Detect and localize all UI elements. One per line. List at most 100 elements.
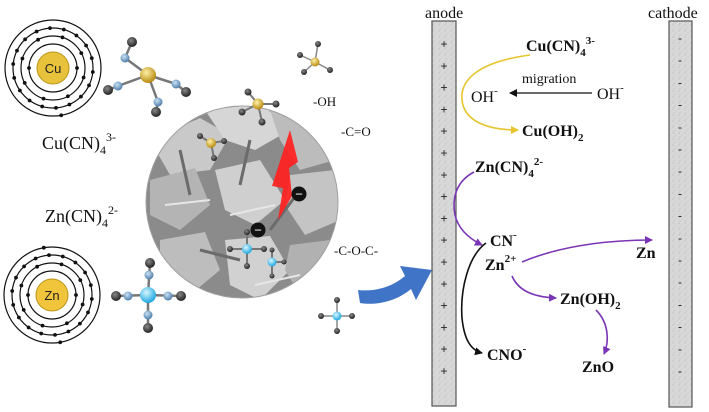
zn-reduction-path (521, 236, 653, 263)
migration-label: migration (522, 72, 576, 87)
zn-symbol: Zn (44, 288, 59, 303)
electron-dot (22, 264, 26, 269)
surface-zn-molecule-model (227, 229, 267, 269)
cyanide-oxidation-path (460, 242, 487, 356)
plus-sign: + (440, 233, 447, 247)
minus-sign: - (678, 320, 682, 334)
electron-dot (78, 278, 83, 282)
electron-dot (11, 303, 16, 307)
electron-dot (60, 254, 65, 259)
cu-complex-label: Cu(CN)43- (42, 130, 116, 157)
electron-dot (33, 256, 38, 261)
electron-dot (67, 102, 72, 107)
electron-dot (23, 37, 27, 42)
electron-badge: − (250, 222, 266, 238)
electron-dot (88, 283, 93, 287)
electron-dot (39, 331, 44, 336)
plus-sign: + (440, 342, 447, 356)
zn-atom-diagram: Zn (3, 245, 101, 345)
zinc-ion-species: Zn2+ (485, 253, 516, 274)
electron-dot (12, 76, 17, 80)
cu-symbol: Cu (45, 61, 62, 76)
electron-dot (10, 289, 15, 293)
electron-dot (84, 43, 88, 48)
electron-dot (79, 94, 83, 99)
electron-dot (81, 75, 86, 80)
small-zn-molecule-model (318, 297, 355, 334)
zn-complex-label: Zn(CN)42- (45, 203, 118, 230)
electron-dot (60, 35, 65, 40)
electron-dot (61, 27, 66, 32)
minus-sign: - (678, 253, 682, 267)
sem-micrograph (145, 105, 339, 299)
zn-complex-species: Zn(CN)42- (475, 156, 543, 180)
anode-electrode (431, 20, 457, 407)
minus-sign: - (678, 75, 682, 89)
electron-dot (20, 56, 25, 61)
electron-dot (66, 94, 70, 99)
electron-dot (40, 104, 45, 109)
plus-sign: + (440, 124, 447, 138)
cu-atom-diagram: Cu (4, 19, 102, 118)
zn-hydroxide-path (511, 275, 557, 302)
cyanate-ion-species: CNO- (487, 343, 527, 364)
electron-dot (53, 333, 57, 337)
surface-zn-molecule-model-2 (267, 247, 287, 279)
plus-sign: + (440, 146, 447, 160)
electron-dot (58, 340, 63, 345)
electron-dot (26, 325, 31, 330)
cu-complex-species: Cu(CN)43- (526, 35, 595, 59)
ether-group-label: -C-O-C- (334, 243, 378, 258)
cu-oxidation-path (461, 54, 531, 134)
plus-sign: + (440, 59, 447, 73)
electron-dot (40, 323, 45, 328)
electron-dot (54, 106, 58, 110)
svg-text:−: − (254, 223, 262, 238)
hydroxide-ion-left: OH- (471, 85, 498, 106)
electron-dot (75, 66, 79, 70)
electron-dot (89, 297, 94, 301)
svg-text:−: − (295, 187, 303, 202)
electron-dot (27, 66, 31, 70)
cathode-electrode (668, 20, 693, 408)
minus-sign: - (678, 297, 682, 311)
electron-dot (74, 293, 78, 297)
electron-dot (19, 283, 24, 288)
electron-dot (36, 37, 40, 42)
plus-sign: + (440, 81, 447, 95)
electron-dot (83, 270, 87, 275)
electron-dot (74, 33, 79, 38)
electron-dot (11, 62, 16, 66)
plus-sign: + (440, 255, 447, 269)
minus-sign: - (678, 342, 682, 356)
zn-complex-decomposition-path (453, 171, 483, 246)
minus-sign: - (678, 209, 682, 223)
electron-dot (17, 315, 21, 320)
cu-cyanide-molecule-model (103, 37, 191, 117)
electron-badge: − (291, 186, 307, 202)
hydroxyl-group-label: -OH (313, 94, 336, 109)
electron-dot (59, 113, 64, 118)
plus-sign: + (440, 277, 447, 291)
minus-sign: - (678, 31, 682, 45)
small-cu-molecule-model (297, 41, 333, 75)
minus-sign: - (678, 120, 682, 134)
electron-dot (78, 321, 82, 326)
electron-dot (73, 260, 78, 265)
cu-nucleus (36, 51, 70, 85)
electron-dot (41, 245, 46, 250)
zn-cyanide-molecule-model (111, 258, 186, 333)
electron-dot (89, 56, 94, 60)
plus-sign: + (440, 211, 447, 225)
minus-sign: - (678, 186, 682, 200)
electron-dot (87, 83, 91, 88)
electron-dot (90, 70, 95, 74)
lightning-bolt-icon (272, 130, 298, 220)
electron-dot (59, 262, 64, 267)
electron-dot (26, 293, 30, 297)
plus-sign: + (440, 37, 447, 51)
minus-sign: - (678, 275, 682, 289)
surface-cu-molecule-model (238, 88, 280, 126)
electron-dot (86, 310, 90, 315)
electron-dot (65, 321, 69, 326)
